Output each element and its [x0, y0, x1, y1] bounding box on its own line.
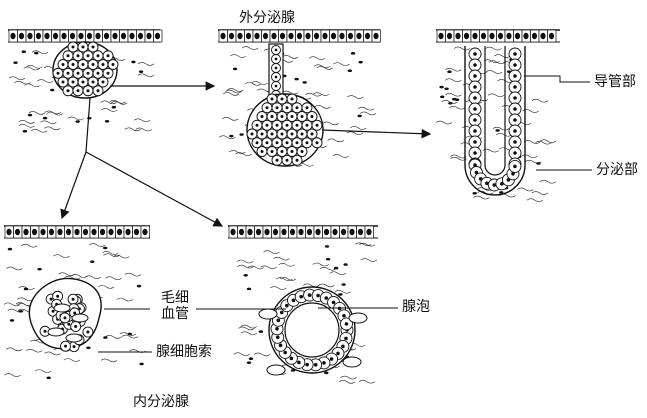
epithelium-layer-5: [228, 225, 378, 239]
label-gland-cell-cords: 腺细胞索: [156, 344, 212, 360]
leader-lines: [98, 75, 592, 353]
panel-exocrine-mature: [435, 29, 560, 203]
panel-exocrine-bud: [218, 29, 381, 167]
panel-endocrine-follicle: [228, 225, 378, 384]
tissue-background-3: [435, 46, 557, 203]
gland-cell-cord-cluster: [28, 277, 102, 353]
epithelium-layer-1: [8, 29, 163, 43]
arrows: [60, 81, 432, 227]
leader-duct: [524, 75, 590, 83]
epithelium-layer-4: [4, 225, 150, 239]
exocrine-tube: [464, 46, 526, 196]
panel-endocrine-cords: [3, 225, 150, 380]
duct-stalk-2: [268, 43, 284, 101]
label-exocrine-gland: 外分泌腺: [239, 10, 295, 26]
arrow-to-endocrine-cords: [60, 151, 87, 220]
label-duct-part: 导管部: [594, 74, 636, 90]
panel-initial-bud: [8, 29, 163, 133]
secretory-bulb-2: [246, 93, 324, 167]
follicle-ring: [258, 286, 368, 376]
arrow-exocrine-to-mature: [321, 128, 432, 139]
label-capillary: 毛细 血管: [154, 290, 196, 322]
epithelial-bud: [52, 41, 119, 99]
label-endocrine-gland: 内分泌腺: [133, 394, 189, 410]
label-acinus: 腺泡: [402, 299, 430, 315]
label-secretory-part: 分泌部: [596, 162, 638, 178]
arrow-to-endocrine-follicle: [85, 151, 224, 227]
label-capillary-line1: 毛细: [161, 290, 189, 306]
epithelium-layer-2: [218, 29, 381, 43]
epithelium-layer-3: [436, 29, 560, 43]
stem-down: [85, 97, 91, 153]
label-capillary-line2: 血管: [161, 306, 189, 323]
